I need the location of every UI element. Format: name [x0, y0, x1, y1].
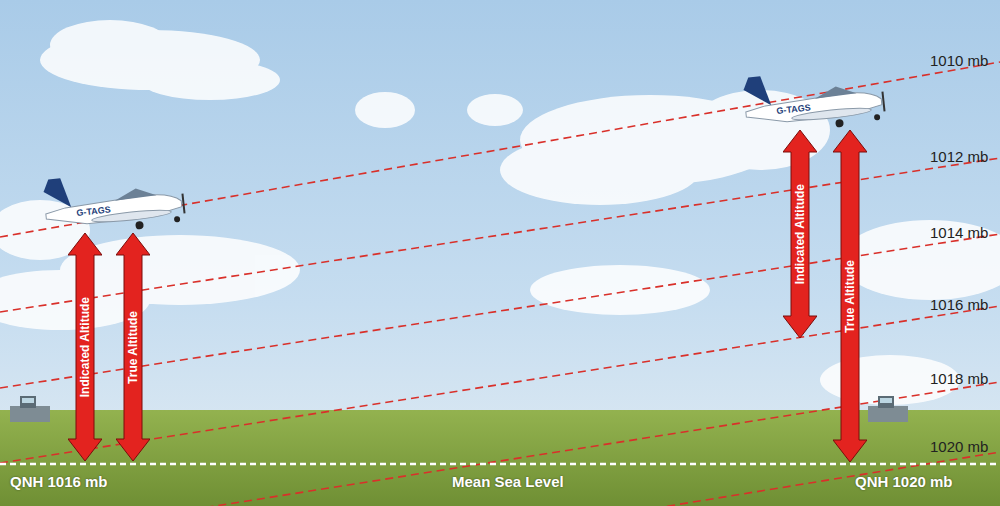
control-tower [868, 396, 908, 422]
arrow-fill [833, 130, 867, 462]
arrow-text-area: True Altitude [833, 130, 867, 462]
arrow-text-area: Indicated Altitude [68, 233, 102, 461]
arrow-text-area: True Altitude [116, 233, 150, 461]
mean-sea-level-line [0, 463, 1000, 466]
propeller [882, 92, 884, 112]
wheel [874, 114, 881, 121]
tower-window [22, 398, 34, 403]
wheel [835, 119, 844, 128]
altitude-arrow: True Altitude [116, 233, 150, 461]
fuselage [745, 90, 883, 126]
pressure-label: 1010 mb [930, 52, 988, 69]
altitude-label: Indicated Altitude [78, 297, 92, 397]
tail-fin [742, 75, 771, 108]
canopy [814, 84, 857, 98]
tower-cab [878, 396, 894, 408]
cloud [355, 92, 415, 128]
aircraft [742, 64, 885, 137]
cloud [500, 135, 700, 205]
pressure-label: 1014 mb [930, 224, 988, 241]
pressure-label: 1020 mb [930, 438, 988, 455]
tail-fin [42, 177, 71, 210]
cloud [467, 94, 523, 126]
cloud [140, 60, 280, 100]
altitude-label: True Altitude [126, 311, 140, 384]
altitude-arrow: Indicated Altitude [783, 130, 817, 338]
arrow-fill [783, 130, 817, 338]
altitude-arrow: True Altitude [833, 130, 867, 462]
control-tower [10, 396, 50, 422]
pressure-label: 1016 mb [930, 296, 988, 313]
arrow-fill [116, 233, 150, 461]
wheel [135, 221, 144, 230]
isobars [0, 62, 1000, 506]
qnh-label: QNH 1020 mb [855, 473, 953, 490]
arrow-text-area: Indicated Altitude [783, 130, 817, 338]
altitude-label: True Altitude [843, 260, 857, 333]
qnh-label: QNH 1016 mb [10, 473, 108, 490]
sea-level-label: Mean Sea Level [452, 473, 564, 490]
cloud [50, 20, 170, 70]
building [868, 406, 908, 422]
aircraft [42, 166, 185, 239]
cloud [530, 265, 710, 315]
altitude-label: Indicated Altitude [793, 184, 807, 284]
tower-window [880, 398, 892, 403]
fuselage [45, 192, 183, 228]
wheel [174, 216, 181, 223]
altitude-arrow: Indicated Altitude [68, 233, 102, 461]
propeller [182, 194, 184, 214]
pressure-label: 1018 mb [930, 370, 988, 387]
tower-cab [20, 396, 36, 408]
pressure-label: 1012 mb [930, 148, 988, 165]
arrow-fill [68, 233, 102, 461]
building [10, 406, 50, 422]
canopy [114, 186, 157, 200]
cloud [840, 220, 1000, 300]
